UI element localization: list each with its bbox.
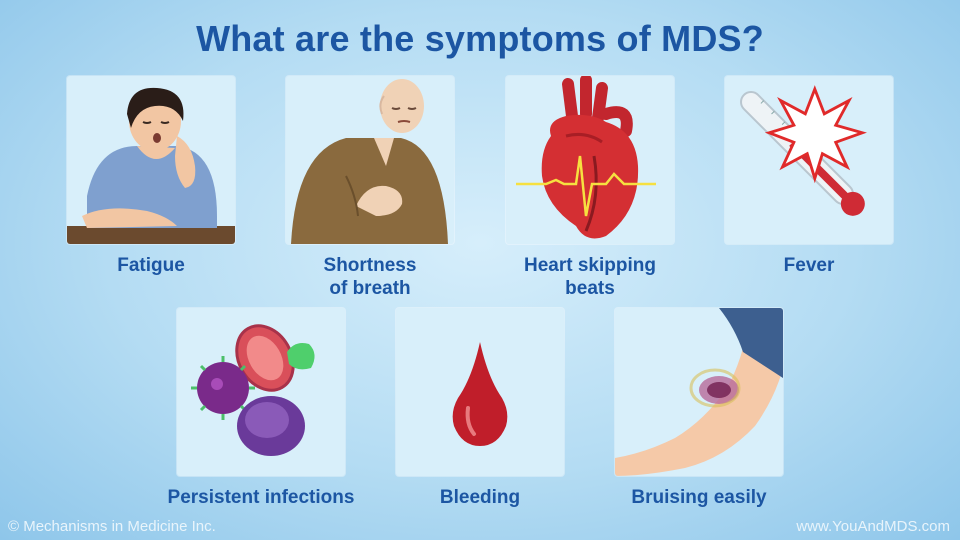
symptom-label-heart-skipping: Heart skipping beats (524, 255, 656, 299)
symptom-card-bruising (615, 308, 783, 476)
website-link[interactable]: www.YouAndMDS.com (796, 518, 950, 535)
bruised-arm-icon (615, 308, 783, 476)
germs-cells-icon (191, 324, 315, 456)
symptom-label-fatigue: Fatigue (117, 255, 185, 276)
symptom-label-bleeding: Bleeding (439, 487, 521, 508)
blood-drop-icon (452, 342, 508, 446)
page-title: What are the symptoms of MDS? (196, 18, 764, 59)
symptom-card-heart-skipping (506, 76, 674, 244)
copyright-text: © Mechanisms in Medicine Inc. (8, 518, 216, 535)
symptom-label-bruising: Bruising easily (631, 487, 767, 508)
symptom-card-shortness-of-breath (286, 76, 454, 244)
thermometer-icon (740, 85, 867, 216)
symptom-card-bleeding (396, 308, 564, 476)
symptom-card-fever (725, 76, 893, 244)
symptom-card-fatigue (67, 76, 235, 244)
chest-pain-man-icon (291, 79, 448, 244)
symptom-label-fever: Fever (783, 255, 835, 276)
tired-person-icon (67, 87, 235, 244)
symptom-card-infections (177, 308, 345, 476)
symptom-label-shortness-of-breath: Shortness of breath (323, 255, 417, 299)
symptom-label-infections: Persistent infections (167, 487, 355, 508)
heart-ecg-icon (516, 76, 656, 239)
